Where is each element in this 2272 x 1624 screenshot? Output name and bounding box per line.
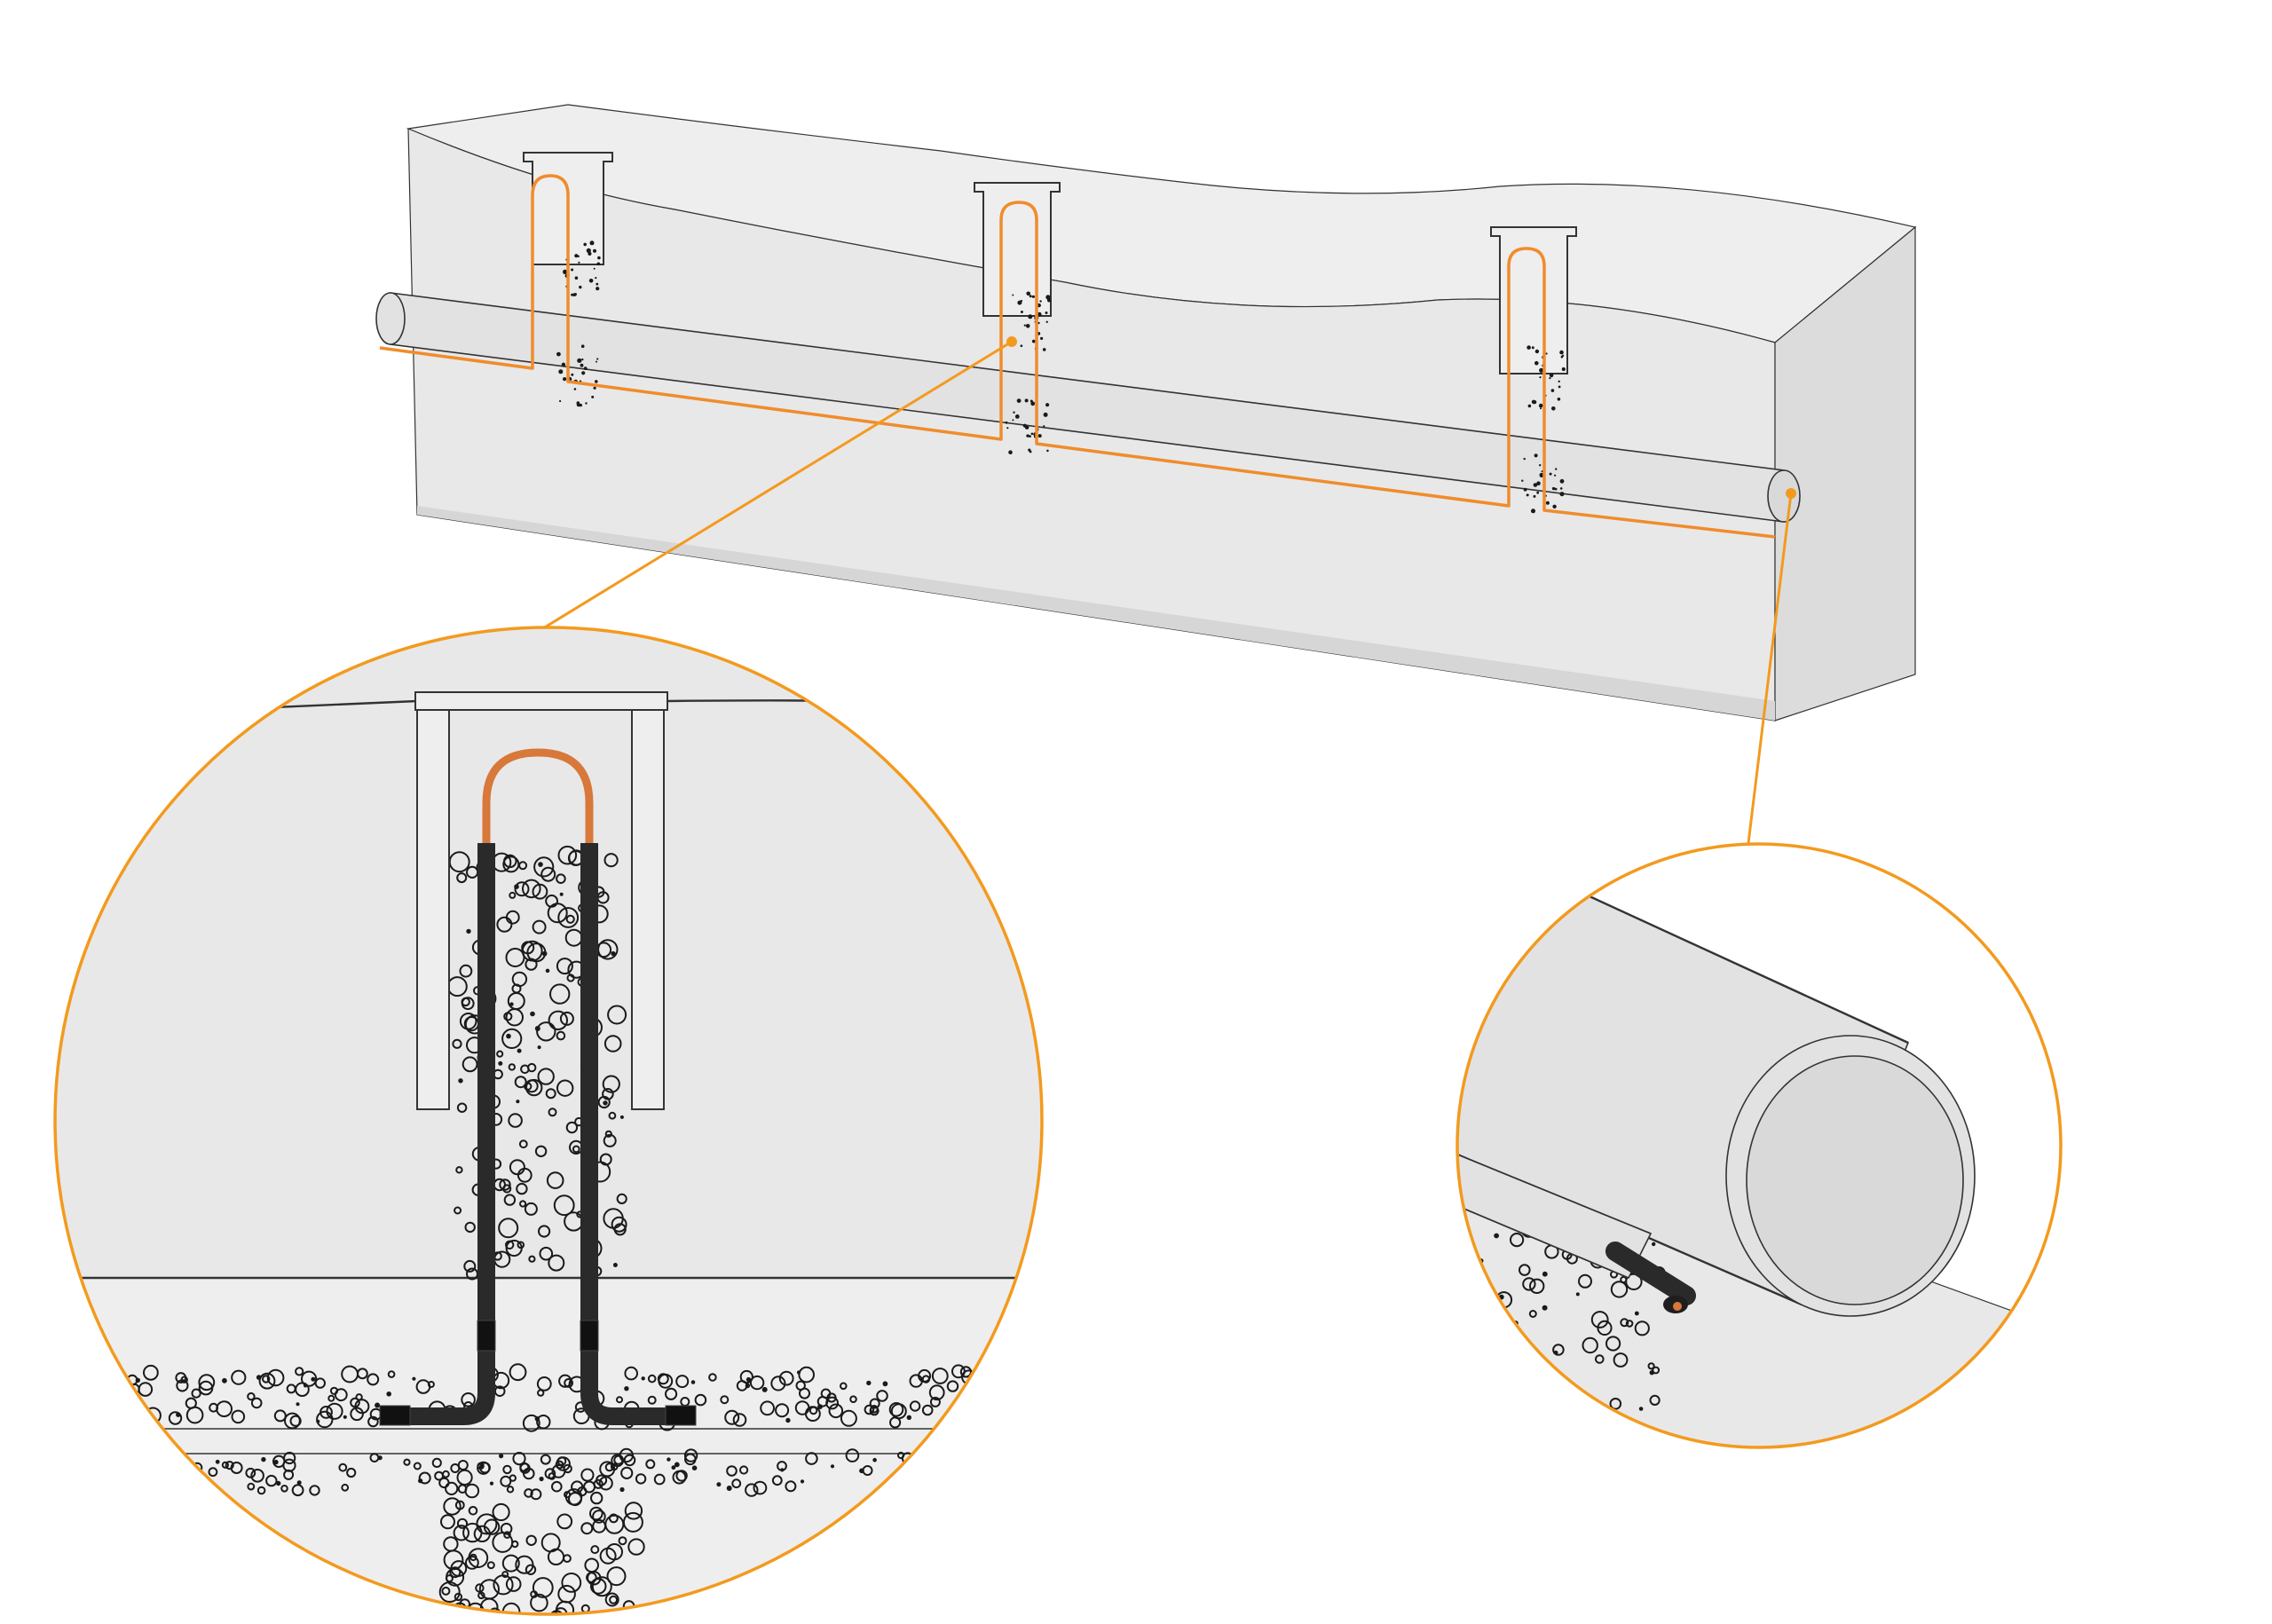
anchor-pocket-icon	[974, 182, 1061, 454]
sleeve-wall-right	[631, 709, 665, 1110]
pipe-left-end	[375, 292, 406, 345]
pipe-opening-inner	[1746, 1055, 1964, 1305]
pipe-tube-top-edge	[1579, 890, 1909, 1045]
floor-band	[55, 1277, 1042, 1614]
block-side-face	[1774, 225, 1916, 721]
copper-loop	[482, 748, 594, 847]
magnifier-circle-icon	[53, 626, 1044, 1616]
pipe-right-opening	[1767, 469, 1801, 523]
magnifier-circle-icon	[1456, 842, 2063, 1449]
longitudinal-pipe	[375, 292, 1801, 523]
anchor-pockets	[523, 152, 1577, 514]
anchor-pocket-icon	[1490, 226, 1577, 514]
callout-dot-right	[1786, 488, 1796, 499]
coupler-right	[580, 1320, 599, 1352]
callout-line-right	[1747, 493, 1793, 844]
sleeve-flange	[414, 691, 668, 711]
heating-cable-run	[379, 174, 1776, 539]
callout-lines	[542, 336, 1796, 844]
block-lower-shade	[417, 506, 1775, 721]
detail-circle-pocket	[53, 626, 1044, 1616]
conduit-right	[580, 843, 694, 1425]
cable-end-icon	[1605, 1242, 1696, 1313]
anchor-pocket-sleeve	[414, 691, 668, 1110]
coupler-left-end	[379, 1405, 411, 1426]
callout-line-left	[542, 340, 1013, 630]
coupler-left	[477, 1320, 496, 1352]
callout-dot-left	[1006, 336, 1017, 347]
coupler-right-end	[665, 1405, 697, 1426]
sleeve-wall-left	[416, 709, 450, 1110]
detail-circle-pipe	[1456, 842, 2063, 1449]
conduit-left	[382, 843, 495, 1425]
